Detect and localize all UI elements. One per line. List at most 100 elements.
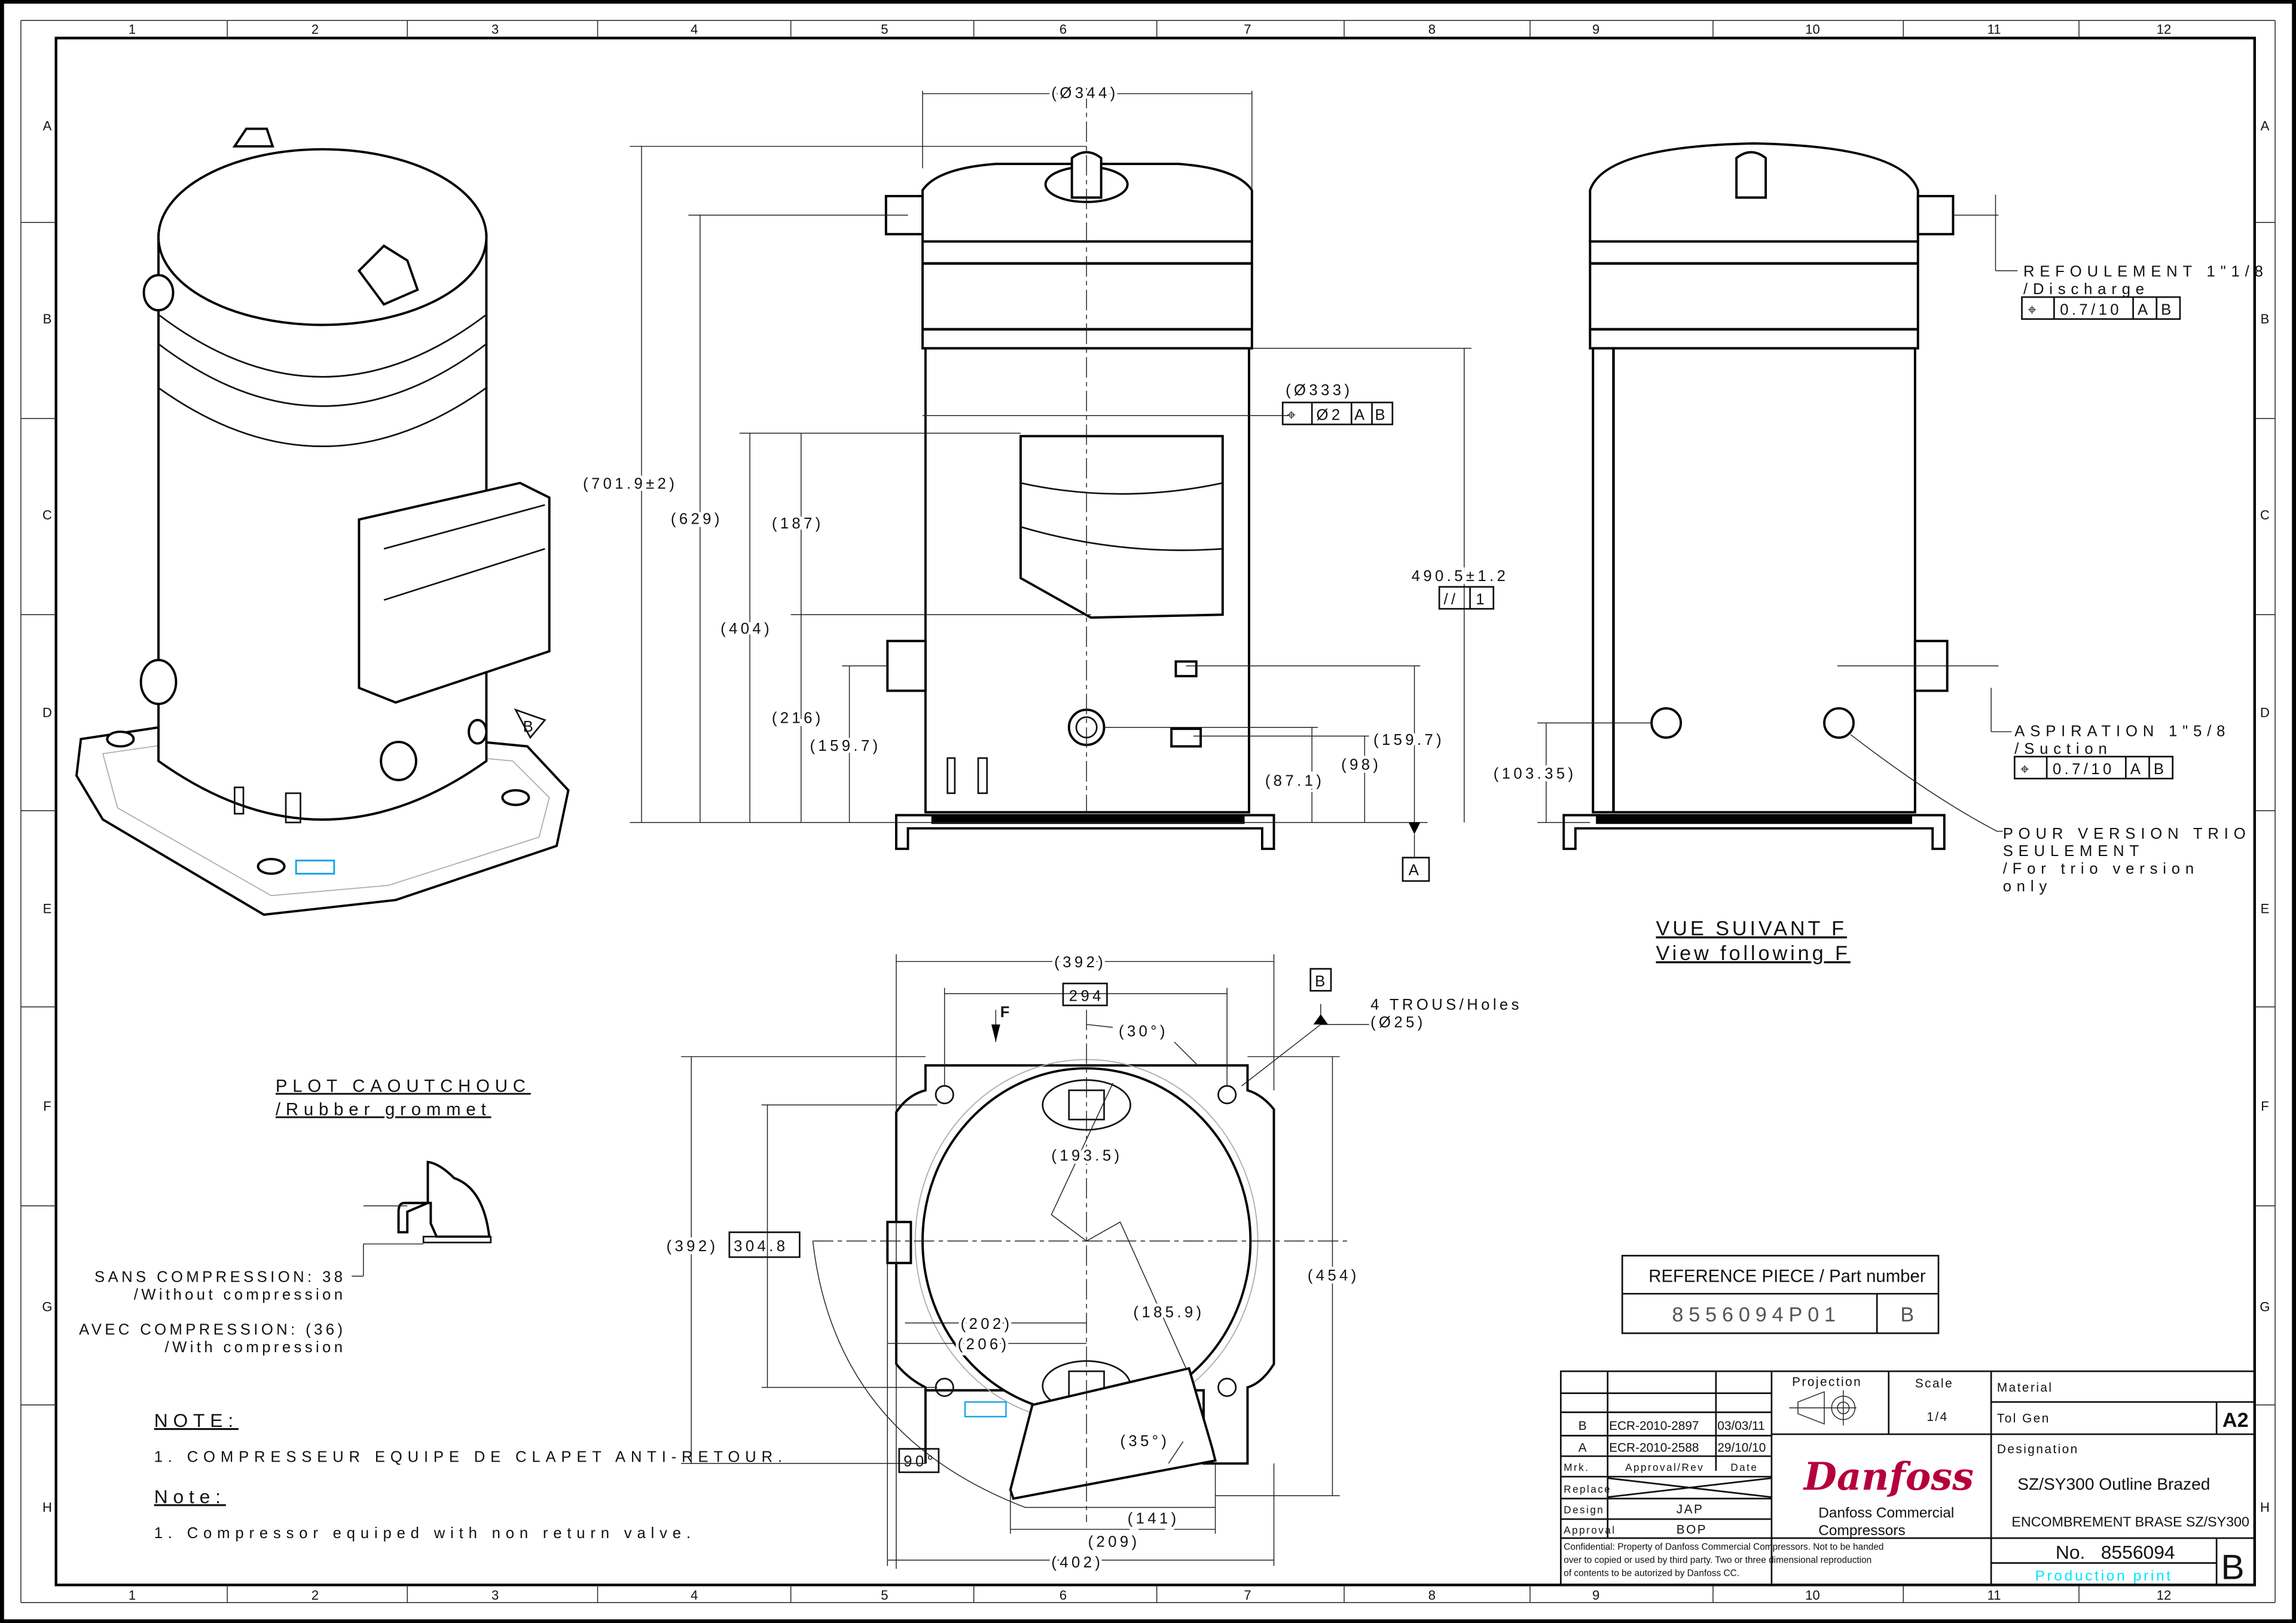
notes: NOTE: 1. COMPRESSEUR EQUIPE DE CLAPET AN… [154,1410,787,1542]
isometric-view: B [75,127,570,916]
zone-row: A [2261,118,2270,133]
drawing-revision: B [2221,1548,2244,1587]
view-arrow-label: F [1000,1004,1010,1020]
dim-dia-333: (Ø333) [1286,382,1352,399]
zone-col: 1 [129,1588,136,1603]
drawing-number-label: No. [2056,1541,2086,1563]
zone-col: 8 [1428,1588,1436,1603]
dim-angle-35: (35°) [1120,1433,1170,1450]
zone-row: E [43,901,52,916]
zone-col: 12 [2157,22,2172,36]
zone-col: 3 [491,1588,499,1603]
note-heading-en: Note: [154,1486,226,1507]
grommet-with-en: /With compression [165,1339,346,1356]
dim-width-392-top: (392) [1054,954,1106,971]
suction-tolerance-symbol: ⌖ [2020,761,2032,778]
zone-col: 5 [881,22,888,36]
company-name-1: Danfoss Commercial [1818,1505,1954,1521]
zone-col: 2 [312,1588,319,1603]
header-date: Date [1730,1461,1758,1473]
parallelism-frame: // 1 [1438,586,1495,610]
dim-height-490: 490.5±1.2 [1412,568,1509,585]
suction-callout: ASPIRATION 1"5/8 /Suction ⌖ 0.7/10 A B [2013,723,2230,780]
dim-height-98: (98) [1341,757,1381,774]
dim-width-209: (209) [1088,1534,1140,1551]
zone-row: H [42,1500,52,1515]
grommet-without-label: SANS COMPRESSION: 38 [94,1269,346,1286]
dim-height-103: (103.35) [1494,765,1577,782]
parallelism-value: 1 [1476,591,1488,608]
reference-part-number: 8556094P01 [1672,1304,1841,1326]
bottom-view: (392) 294 F (30°) B 4 TROUS/Holes (Ø25) … [664,951,1522,1574]
suction-label: ASPIRATION 1"5/8 [2014,723,2230,739]
reference-piece-box: REFERENCE PIECE / Part number 8556094P01… [1621,1255,1940,1334]
holes-label: 4 TROUS/Holes [1370,997,1522,1013]
design-label: Design [1564,1503,1604,1515]
view-title: VUE SUIVANT F [1656,917,1847,940]
dim-radius-185: (185.9) [1134,1304,1205,1321]
dim-radius-193: (193.5) [1051,1147,1122,1164]
zone-col: 12 [2157,1588,2172,1603]
position-tolerance-frame: ⌖ Ø2 A B [1281,401,1394,426]
zone-row: C [2260,508,2270,522]
side-view: (103.35) REFOULEMENT 1"1/8 /Discharge ⌖ … [1491,142,2268,965]
dim-offset-141: (141) [1128,1511,1180,1527]
discharge-sublabel: /Discharge [2023,281,2150,298]
zone-col: 7 [1244,22,1251,36]
scale-label: Scale [1915,1377,1953,1390]
datum-a-label: A [1409,862,1422,879]
scale-value: 1/4 [1926,1410,1948,1424]
confidential-line: Confidential: Property of Danfoss Commer… [1564,1542,1883,1552]
confidential-line: of contents to be autorized by Danfoss C… [1564,1569,1739,1579]
zone-col: 6 [1060,22,1067,36]
zone-col: 9 [1592,1588,1599,1603]
datum-b-label: B [1315,973,1329,990]
note-item-fr: 1. COMPRESSEUR EQUIPE DE CLAPET ANTI-RET… [154,1449,787,1466]
zone-col: 2 [312,22,319,36]
design-value: JAP [1677,1502,1704,1516]
dim-height-701: (701.9±2) [583,476,677,493]
projection-symbol-icon [1789,1390,1857,1426]
revision-date: 29/10/10 [1717,1441,1766,1455]
zone-row: F [43,1099,51,1114]
trio-note-line: /For trio version [2003,861,2199,878]
zone-row: B [43,311,52,326]
grommet-subtitle: /Rubber grommet [276,1099,491,1119]
dim-height-404: (404) [720,621,773,637]
confidential-line: over to copied or used by third party. T… [1564,1555,1871,1566]
zone-col: 11 [1987,22,2001,36]
grommet-detail: PLOT CAOUTCHOUC /Rubber grommet SANS COM… [79,1076,531,1356]
trio-note: POUR VERSION TRIO SEULEMENT /For trio ve… [2003,826,2246,895]
dim-holes-spacing: 294 [1069,988,1104,1005]
tolerance-datum: A [1354,407,1368,424]
tolerance-symbol: ⌖ [1287,407,1299,424]
discharge-tolerance-datum: A [2138,301,2151,318]
discharge-label: REFOULEMENT 1"1/8 [2023,264,2268,280]
grommet-title: PLOT CAOUTCHOUC [276,1076,531,1096]
tolerance-datum: B [1375,407,1388,424]
zone-row: F [2261,1099,2268,1114]
trio-note-line: SEULEMENT [2003,843,2144,860]
revision-approval: ECR-2010-2588 [1609,1441,1699,1455]
revision-mark: B [1578,1419,1588,1433]
danfoss-logo: Danfoss [1803,1454,1974,1499]
zone-row: G [2260,1300,2270,1315]
dim-height-392-left: (392) [667,1238,719,1255]
dim-height-87: (87.1) [1265,773,1324,790]
suction-tolerance-datum: A [2130,761,2144,778]
zone-col: 5 [881,1588,888,1603]
designation-1: SZ/SY300 Outline Brazed [2017,1475,2210,1493]
discharge-callout: REFOULEMENT 1"1/8 /Discharge ⌖ 0.7/10 A … [2021,264,2268,320]
dim-height-216: (216) [772,710,824,726]
dim-height-187: (187) [772,515,824,532]
zone-row: B [2261,311,2270,326]
grommet-with-label: AVEC COMPRESSION: (36) [79,1322,346,1338]
zone-col: 10 [1805,1588,1820,1603]
dim-dia-344: (Ø344) [1051,85,1118,102]
zone-col: 7 [1244,1588,1251,1603]
suction-tolerance-datum: B [2154,761,2167,778]
zone-col: 9 [1592,22,1599,36]
grommet-without-en: /Without compression [134,1286,346,1303]
dim-height-159-right: (159.7) [1373,732,1445,748]
discharge-tolerance-datum: B [2161,301,2175,318]
